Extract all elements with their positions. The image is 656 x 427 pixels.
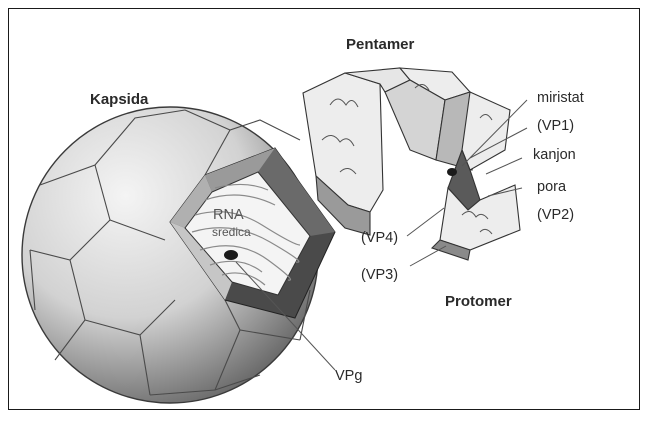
label-kanjon: kanjon bbox=[533, 148, 576, 163]
leader-kanjon bbox=[486, 158, 522, 174]
label-vp1: (VP1) bbox=[537, 119, 574, 134]
label-rna: RNA bbox=[213, 208, 244, 223]
leader-vp3 bbox=[410, 246, 446, 266]
label-pora: pora bbox=[537, 180, 566, 195]
label-vp2: (VP2) bbox=[537, 208, 574, 223]
label-pentamer: Pentamer bbox=[346, 37, 414, 52]
leader-vp4 bbox=[407, 208, 444, 236]
label-vp3: (VP3) bbox=[361, 268, 398, 283]
label-miristat: miristat bbox=[537, 91, 584, 106]
label-kapsida: Kapsida bbox=[90, 92, 148, 107]
label-rna-sub: sredica bbox=[212, 226, 251, 238]
pentamer-blocks bbox=[303, 68, 520, 260]
label-vp4: (VP4) bbox=[361, 231, 398, 246]
label-protomer: Protomer bbox=[445, 294, 512, 309]
label-vpg: VPg bbox=[335, 369, 362, 384]
